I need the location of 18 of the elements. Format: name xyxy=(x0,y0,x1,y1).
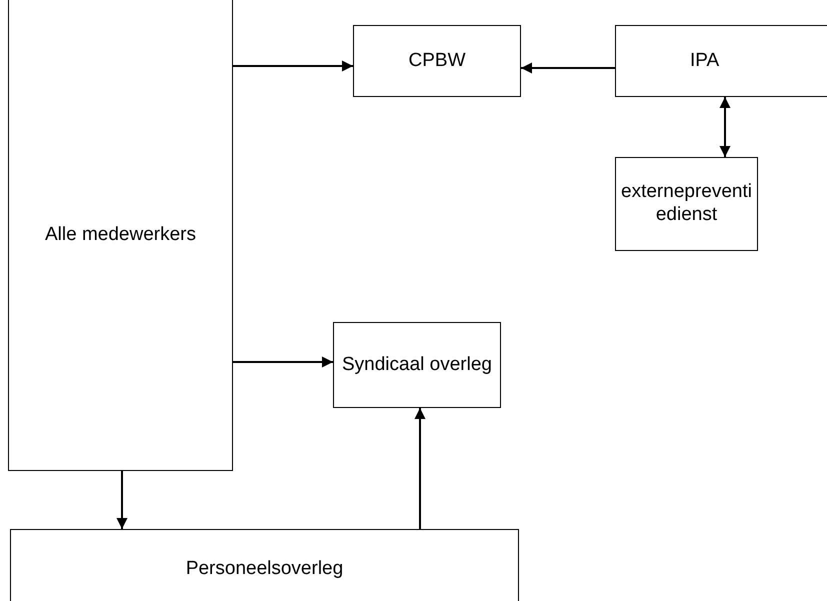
process-box xyxy=(333,322,501,408)
arrow xyxy=(521,62,615,74)
box-label: CPBW xyxy=(408,50,466,72)
process-box xyxy=(615,25,827,97)
box-label: IPA xyxy=(690,50,720,72)
box-label: Alle medewerkers xyxy=(45,224,196,246)
arrow xyxy=(233,60,353,72)
arrow xyxy=(720,97,730,157)
process-box xyxy=(10,529,519,601)
process-box xyxy=(8,0,233,471)
arrow xyxy=(116,471,128,529)
box-label: Syndicaal overleg xyxy=(342,354,492,376)
arrow xyxy=(233,356,333,368)
arrow xyxy=(414,408,426,529)
process-box xyxy=(353,25,521,97)
box-label: Personeelsoverleg xyxy=(186,558,344,580)
box-label: externepreventiedienst xyxy=(620,181,753,227)
process-box xyxy=(615,157,758,251)
